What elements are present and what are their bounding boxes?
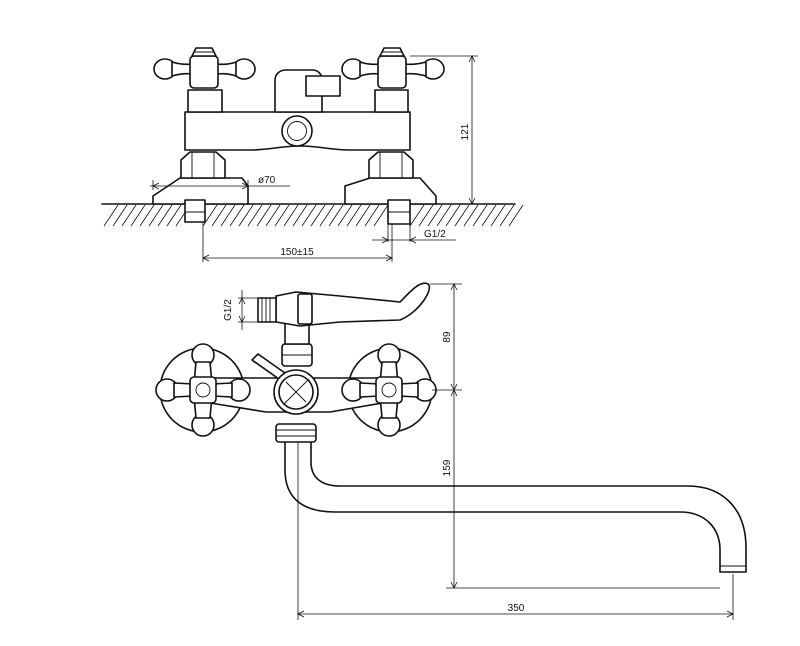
diverter-lever — [305, 75, 341, 97]
hose-outlet-collar — [297, 293, 313, 325]
dim-center-150: 150±15 — [202, 222, 393, 262]
dim-label-159: 159 — [442, 459, 453, 476]
left-flange — [152, 177, 249, 205]
left-cross-handle-top — [153, 47, 256, 89]
dim-thread-top: G1/2 — [372, 224, 456, 244]
dim-label-121: 121 — [460, 123, 471, 140]
dim-thread-side: G1/2 — [223, 290, 258, 330]
right-flange — [344, 177, 437, 205]
dim-label-g12-side: G1/2 — [223, 299, 234, 321]
dim-label-70: ø70 — [258, 175, 276, 186]
right-cross-handle-top — [341, 47, 445, 89]
hose-outlet-arm — [275, 282, 431, 327]
right-cross-handle-front — [341, 343, 437, 437]
dim-spout-350: 350 — [297, 442, 734, 620]
dim-label-g12-top: G1/2 — [424, 229, 446, 240]
wall-hatching — [101, 203, 524, 227]
right-valve-body — [374, 89, 409, 113]
dim-label-350: 350 — [508, 603, 525, 614]
dim-height-121: 121 — [410, 55, 478, 205]
right-nut — [368, 151, 414, 179]
dim-spout-159: 159 — [442, 389, 720, 589]
left-valve-body — [187, 89, 223, 113]
dim-flange-70: ø70 — [150, 175, 290, 190]
swivel-spout — [284, 439, 747, 573]
outlet-ring-outer — [281, 115, 313, 147]
outlet-ring-inner — [287, 121, 307, 141]
spout-nut — [275, 423, 317, 443]
top-view: 121 ø70 G1/2 150±15 — [101, 47, 524, 262]
hose-outlet-thread — [257, 297, 277, 323]
dim-label-89: 89 — [442, 331, 453, 343]
dim-head-89: 89 — [430, 283, 462, 391]
left-cross-handle-front — [155, 343, 251, 437]
front-view: G1/2 89 159 350 — [155, 282, 747, 620]
dim-label-150: 150±15 — [280, 247, 314, 258]
left-eccentric-pipe — [184, 199, 206, 223]
left-nut — [180, 151, 226, 179]
